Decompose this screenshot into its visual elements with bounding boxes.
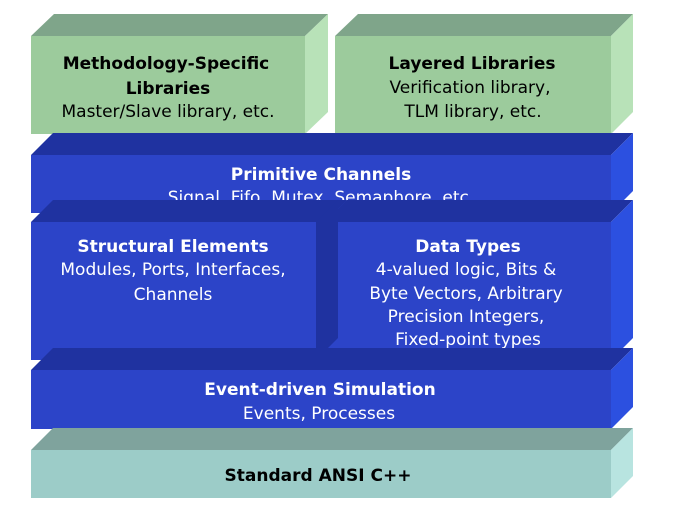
structural-desc-line2: Channels	[134, 285, 213, 305]
methodology-title-line1: Methodology-Specific	[63, 54, 270, 74]
block-top-face	[31, 133, 633, 155]
block-side-face	[305, 14, 328, 134]
structural-title: Structural Elements	[77, 237, 268, 257]
block-structural-elements: Structural Elements Modules, Ports, Inte…	[31, 200, 347, 360]
datatypes-desc-line2: Byte Vectors, Arbitrary	[369, 284, 562, 304]
block-methodology-libraries: Methodology-Specific Libraries Master/Sl…	[31, 14, 328, 134]
block-side-face	[611, 14, 633, 134]
structural-desc-line1: Modules, Ports, Interfaces,	[60, 260, 285, 280]
block-top-face	[31, 14, 328, 36]
block-top-face	[31, 428, 633, 450]
block-front-face	[335, 36, 611, 134]
ansi-title: Standard ANSI C++	[225, 466, 412, 486]
methodology-desc: Master/Slave library, etc.	[61, 102, 274, 122]
block-layered-libraries: Layered Libraries Verification library, …	[335, 14, 633, 134]
block-top-face	[31, 200, 347, 222]
block-top-face	[325, 200, 633, 222]
datatypes-desc-line4: Fixed-point types	[395, 330, 541, 350]
block-front-face	[325, 222, 611, 360]
block-front-face	[31, 450, 611, 498]
block-data-types: Data Types 4-valued logic, Bits & Byte V…	[325, 200, 633, 360]
primitive-title: Primitive Channels	[231, 165, 411, 185]
block-front-face	[31, 370, 611, 429]
block-side-face	[316, 200, 338, 360]
block-side-face	[611, 133, 633, 213]
event-title: Event-driven Simulation	[204, 380, 435, 400]
block-top-face	[335, 14, 633, 36]
block-front-face	[31, 36, 305, 134]
datatypes-desc-line1: 4-valued logic, Bits &	[376, 260, 556, 280]
event-desc: Events, Processes	[243, 404, 395, 424]
block-event-driven-simulation: Event-driven Simulation Events, Processe…	[31, 348, 633, 429]
block-side-face	[611, 200, 633, 360]
block-front-face	[31, 222, 316, 360]
block-side-face	[611, 348, 633, 429]
block-top-face	[31, 348, 633, 370]
datatypes-desc-line3: Precision Integers,	[388, 307, 545, 327]
layered-desc-line2: TLM library, etc.	[403, 102, 541, 122]
block-standard-ansi-cpp: Standard ANSI C++	[31, 428, 633, 498]
layered-title: Layered Libraries	[389, 54, 556, 74]
block-side-face	[611, 428, 633, 498]
methodology-title-line2: Libraries	[126, 79, 211, 99]
layered-desc-line1: Verification library,	[389, 78, 550, 98]
datatypes-title: Data Types	[415, 237, 521, 257]
